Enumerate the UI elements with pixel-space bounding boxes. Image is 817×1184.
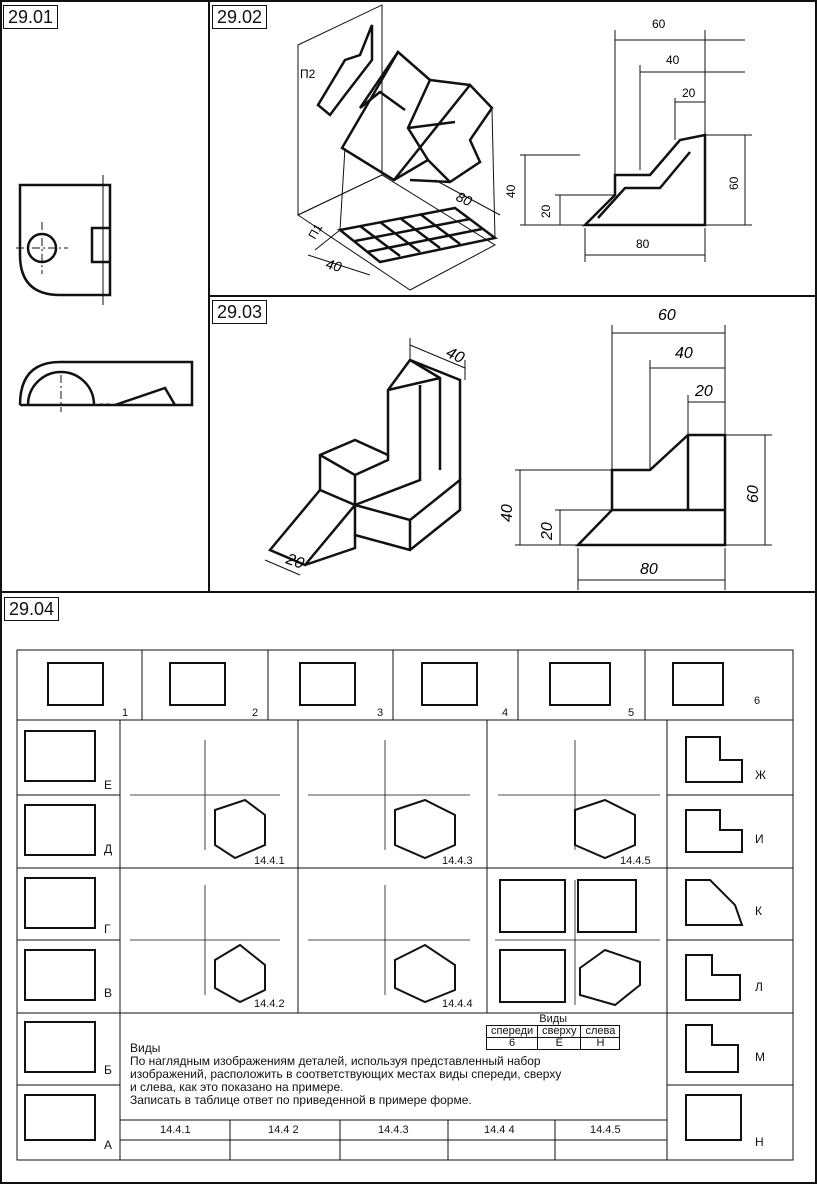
- dim-h60: 60: [727, 176, 741, 190]
- task-text: Виды По наглядным изображениям деталей, …: [130, 1042, 660, 1107]
- example-table-title: Виды: [539, 1013, 568, 1025]
- left-view-label-a: А: [104, 1138, 113, 1152]
- panel-label-29-04: 29.04: [4, 597, 60, 621]
- dim-40: 40: [666, 53, 680, 67]
- right-view-label-i: И: [755, 832, 764, 846]
- right-view-label-m: М: [755, 1050, 765, 1064]
- dim-h20: 20: [539, 204, 553, 218]
- answer-col-14-4-5: 14.4.5: [590, 1124, 621, 1136]
- dim-60: 60: [658, 307, 676, 324]
- task-line: По наглядным изображениям деталей, испол…: [130, 1054, 541, 1068]
- left-view-label-b: Б: [104, 1063, 112, 1077]
- task-line: и слева, как это показано на примере.: [130, 1080, 344, 1094]
- dim-w80: 80: [640, 561, 658, 578]
- axis-label-p1: П1: [305, 221, 325, 242]
- drawing-29-03: 40 20 60 40 20 40 20 60 80: [264, 307, 772, 590]
- task-title: Виды: [130, 1041, 161, 1055]
- dim-40: 40: [675, 345, 693, 362]
- iso-dim-40: 40: [324, 255, 343, 275]
- dim-20: 20: [694, 383, 713, 400]
- iso-dim-40: 40: [443, 344, 466, 367]
- model-label-14-4-2: 14.4.2: [254, 998, 285, 1010]
- right-view-label-k: К: [755, 904, 762, 918]
- model-label-14-4-4: 14.4.4: [442, 998, 473, 1010]
- model-label-14-4-3: 14.4.3: [442, 855, 473, 867]
- right-view-label-zh: Ж: [755, 768, 767, 782]
- example-header: сверху: [537, 1025, 582, 1038]
- model-label-14-4-5: 14.4.5: [620, 855, 651, 867]
- example-header: слева: [580, 1025, 621, 1038]
- dim-h40: 40: [504, 184, 518, 198]
- dim-h20: 20: [539, 522, 556, 541]
- top-view-label-3: 3: [377, 707, 384, 719]
- example-table: Виды спереди сверху слева 6 Е Н: [485, 1013, 621, 1050]
- example-value: 6: [485, 1037, 539, 1050]
- answer-col-14-4-3: 14.4.3: [378, 1124, 409, 1136]
- top-view-label-6: 6: [754, 695, 761, 707]
- iso-dim-80: 80: [454, 188, 475, 209]
- top-view-label-4: 4: [502, 707, 509, 719]
- dim-h40: 40: [499, 504, 516, 522]
- answer-col-14-4-2: 14.4 2: [268, 1124, 299, 1136]
- left-view-label-g: Г: [104, 922, 111, 936]
- plane-label-p2: П2: [300, 67, 316, 81]
- task-line: изображений, расположить в соответствующ…: [130, 1067, 562, 1081]
- drawing-29-02: П2 П1 80 40 60 40 20 40 20 60 80: [296, 4, 752, 291]
- answer-col-14-4-1: 14.4.1: [160, 1124, 191, 1136]
- panel-label-29-01: 29.01: [3, 5, 59, 29]
- iso-dim-20: 20: [283, 550, 307, 572]
- dim-w80: 80: [636, 237, 650, 251]
- left-view-label-d: Д: [104, 842, 113, 856]
- task-line: Записать в таблице ответ по приведенной …: [130, 1093, 472, 1107]
- left-view-label-e: Е: [104, 778, 113, 792]
- right-view-label-n: Н: [755, 1135, 764, 1149]
- panel-label-29-02: 29.02: [212, 5, 268, 29]
- dim-60: 60: [652, 17, 666, 31]
- panel-label-29-03: 29.03: [212, 300, 268, 324]
- model-label-14-4-1: 14.4.1: [254, 855, 285, 867]
- left-view-label-v: В: [104, 986, 113, 1000]
- example-value: Н: [580, 1037, 621, 1050]
- top-view-label-5: 5: [628, 707, 635, 719]
- right-view-label-l: Л: [755, 980, 763, 994]
- drawing-29-01: [16, 175, 194, 412]
- answer-col-14-4-4: 14.4 4: [484, 1124, 515, 1136]
- dim-h60: 60: [745, 485, 762, 503]
- example-value: Е: [537, 1037, 582, 1050]
- top-view-label-1: 1: [122, 707, 129, 719]
- example-header: спереди: [485, 1025, 539, 1038]
- panel-29-04: [0, 591, 817, 1184]
- top-view-label-2: 2: [252, 707, 259, 719]
- dim-20: 20: [682, 86, 696, 100]
